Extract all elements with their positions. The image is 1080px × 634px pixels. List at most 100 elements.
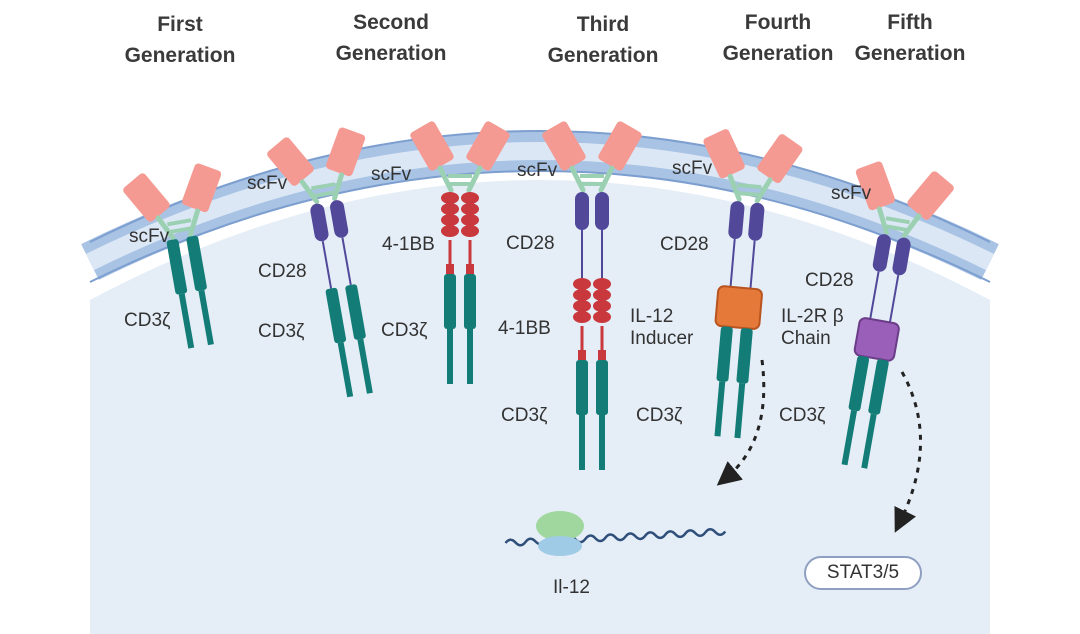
cd28-label: CD28 <box>805 270 854 291</box>
cd3z-domain <box>444 274 456 329</box>
scfv-domain <box>907 171 954 220</box>
4-1bb-bead <box>441 225 459 237</box>
cd28-tail <box>869 271 880 320</box>
hinge-bridge <box>167 218 192 227</box>
cd3z-tail <box>198 289 214 346</box>
scfv-label: scFv <box>672 158 713 179</box>
cd28-tail <box>321 240 333 289</box>
cd28-domain <box>728 201 745 240</box>
cd28-tail <box>749 240 756 289</box>
cd3z-tail <box>178 293 195 349</box>
4-1bb-node <box>578 350 586 360</box>
il12-secretion-arrow <box>716 359 766 486</box>
fourth-generation-title: Fourth Generation <box>722 11 834 65</box>
scfv-label: scFv <box>831 183 872 204</box>
car-receptor-6 <box>841 161 954 469</box>
hinge-arm <box>437 165 454 193</box>
car-receptor-1 <box>123 163 222 349</box>
ribosome-bottom <box>538 536 582 556</box>
cd28-domain <box>748 202 765 241</box>
scfv-domain <box>123 173 170 222</box>
scfv-domain <box>757 134 803 184</box>
stat-signal-arrow <box>894 371 922 533</box>
cd3z-label: CD3ζ <box>636 405 683 426</box>
cd28-domain <box>310 203 329 242</box>
hinge-bridge <box>885 216 910 225</box>
4-1bb-node <box>466 264 474 274</box>
fifth-generation-title: Fifth Generation <box>854 11 966 65</box>
cd3z-domain <box>325 287 347 344</box>
4-1bb-bead <box>441 214 459 226</box>
4-1bb-label: 4-1BB <box>382 234 435 255</box>
hinge-arm <box>727 173 742 202</box>
hinge-arm <box>901 213 922 239</box>
cd28-domain <box>595 192 609 230</box>
cd3z-domain <box>848 355 870 412</box>
scfv-label: scFv <box>129 226 170 247</box>
4-1bb-bead <box>593 311 611 323</box>
hinge-arm <box>466 165 483 193</box>
cd3z-domain <box>186 235 207 291</box>
4-1bb-bead <box>593 289 611 301</box>
scfv-label: scFv <box>247 173 288 194</box>
il-12-inducer-label: IL-12 Inducer <box>630 306 694 349</box>
il-2r-beta-chain-domain <box>853 317 900 362</box>
membrane-outer-edge <box>89 130 991 243</box>
4-1bb-bead <box>593 300 611 312</box>
scfv-domain <box>410 121 454 171</box>
membrane-inner-band <box>86 142 994 271</box>
il-2r-beta-chain-label: IL-2R β Chain <box>781 306 844 349</box>
4-1bb-bead <box>573 278 591 290</box>
membrane-inner-edge <box>89 170 991 283</box>
second-generation-title: Second Generation <box>335 11 447 65</box>
4-1bb-node <box>598 350 606 360</box>
cd3z-label: CD3ζ <box>779 405 826 426</box>
cd28-label: CD28 <box>660 234 709 255</box>
cd3z-tail <box>861 413 877 469</box>
cd3z-domain <box>464 274 476 329</box>
il-12-label: Il-12 <box>553 577 590 598</box>
hinge-bridge <box>736 190 761 198</box>
hinge-arm <box>754 177 773 204</box>
hinge-bridge <box>312 190 337 199</box>
hinge-arm <box>598 165 615 193</box>
stat3-5-badge: STAT3/5 <box>804 556 922 590</box>
scfv-domain <box>466 121 510 171</box>
scfv-domain <box>267 137 314 186</box>
4-1bb-bead <box>573 289 591 301</box>
cd3z-tail <box>714 381 726 437</box>
cd28-domain <box>892 237 911 276</box>
4-1bb-bead <box>461 192 479 204</box>
first-generation-title: First Generation <box>124 13 236 67</box>
4-1bb-bead <box>441 192 459 204</box>
ribosome-top <box>536 511 584 541</box>
scfv-domain <box>182 163 222 213</box>
cd28-domain <box>330 200 349 238</box>
cd3z-tail <box>734 382 746 439</box>
cd3z-domain <box>576 360 588 415</box>
scfv-domain <box>326 127 366 177</box>
scfv-domain <box>542 121 586 171</box>
cd3z-domain <box>716 326 733 382</box>
cd3z-domain <box>868 359 889 415</box>
4-1bb-bead <box>461 225 479 237</box>
hinge-arm <box>299 179 320 205</box>
car-receptor-2 <box>267 127 373 398</box>
cd3z-label: CD3ζ <box>258 321 305 342</box>
4-1bb-label: 4-1BB <box>498 318 551 339</box>
cd28-tail <box>729 238 736 287</box>
4-1bb-bead <box>461 214 479 226</box>
cd3z-domain <box>345 284 366 340</box>
cd3z-domain <box>166 239 188 295</box>
scfv-domain <box>703 129 745 179</box>
third-generation-title: Third Generation <box>547 13 659 67</box>
4-1bb-node <box>446 264 454 274</box>
cd3z-label: CD3ζ <box>124 310 171 331</box>
hinge-bridge <box>168 226 193 235</box>
scfv-label: scFv <box>371 164 412 185</box>
cd28-domain <box>575 192 589 230</box>
receptors-layer <box>123 121 954 470</box>
cd28-tail <box>341 237 352 286</box>
cd28-tail <box>888 274 900 323</box>
